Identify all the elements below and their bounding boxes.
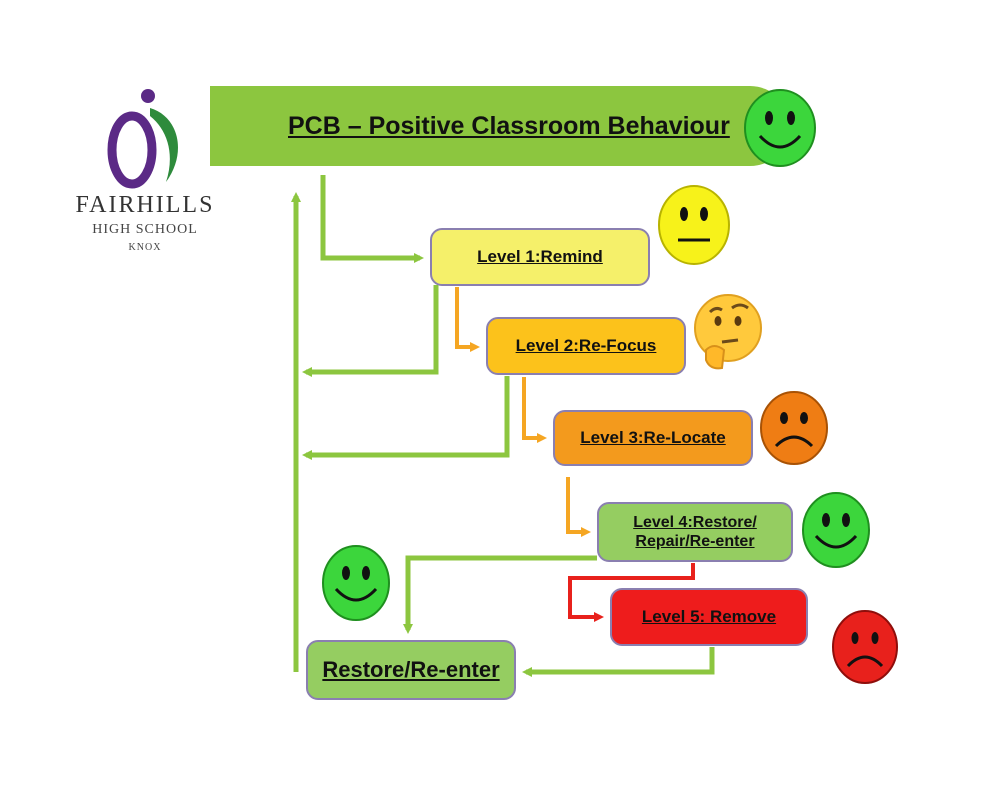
level-2-label: Level 2:Re-Focus: [515, 335, 657, 355]
logo-location: KNOX: [128, 242, 162, 253]
title-banner: PCB – Positive Classroom Behaviour: [210, 86, 790, 166]
neutral-face-icon: [658, 185, 730, 265]
level-5-box: Level 5: Remove: [610, 588, 808, 646]
level-4-label-line2: Repair/Re-enter: [635, 533, 755, 550]
page-title: PCB – Positive Classroom Behaviour: [288, 112, 730, 140]
level-4-label-line1: Level 4:Restore/: [633, 513, 757, 531]
arrow-level5-to-restore: [522, 647, 715, 677]
arrow-level4-to-level5: [568, 563, 695, 622]
frowning-face-icon: [760, 391, 828, 465]
smiling-face-icon: [322, 545, 390, 621]
arrow-title-to-level1: [320, 175, 424, 263]
logo-name: FAIRHILLS: [75, 192, 215, 218]
level-3-box: Level 3:Re-Locate: [553, 410, 753, 466]
arrow-level3-to-level4: [566, 477, 591, 537]
school-logo: FAIRHILLS HIGH SCHOOL KNOX: [70, 82, 220, 262]
restore-box: Restore/Re-enter: [306, 640, 516, 700]
arrow-level1-to-level2: [455, 287, 480, 352]
arrow-level2-to-level3: [522, 377, 547, 443]
level-4-box: Level 4:Restore/ Repair/Re-enter: [597, 502, 793, 562]
level-1-box: Level 1:Remind: [430, 228, 650, 286]
logo-emblem-icon: [107, 89, 178, 189]
thinking-face-icon: [694, 294, 762, 370]
logo-subtitle: HIGH SCHOOL: [92, 222, 198, 237]
arrow-level1-to-return: [302, 285, 439, 377]
level-5-label: Level 5: Remove: [641, 606, 777, 626]
smiling-face-icon: [802, 492, 870, 568]
sad-red-face-icon: [832, 610, 898, 684]
arrow-level2-to-return: [302, 376, 510, 460]
level-3-label: Level 3:Re-Locate: [580, 427, 726, 447]
level-1-label: Level 1:Remind: [477, 246, 603, 266]
arrow-level4-to-restore: [403, 555, 597, 634]
level-2-box: Level 2:Re-Focus: [486, 317, 686, 375]
restore-label: Restore/Re-enter: [322, 656, 500, 682]
level-4-label: Level 4:Restore/ Repair/Re-enter: [633, 513, 757, 551]
smiling-face-icon: [744, 89, 816, 167]
